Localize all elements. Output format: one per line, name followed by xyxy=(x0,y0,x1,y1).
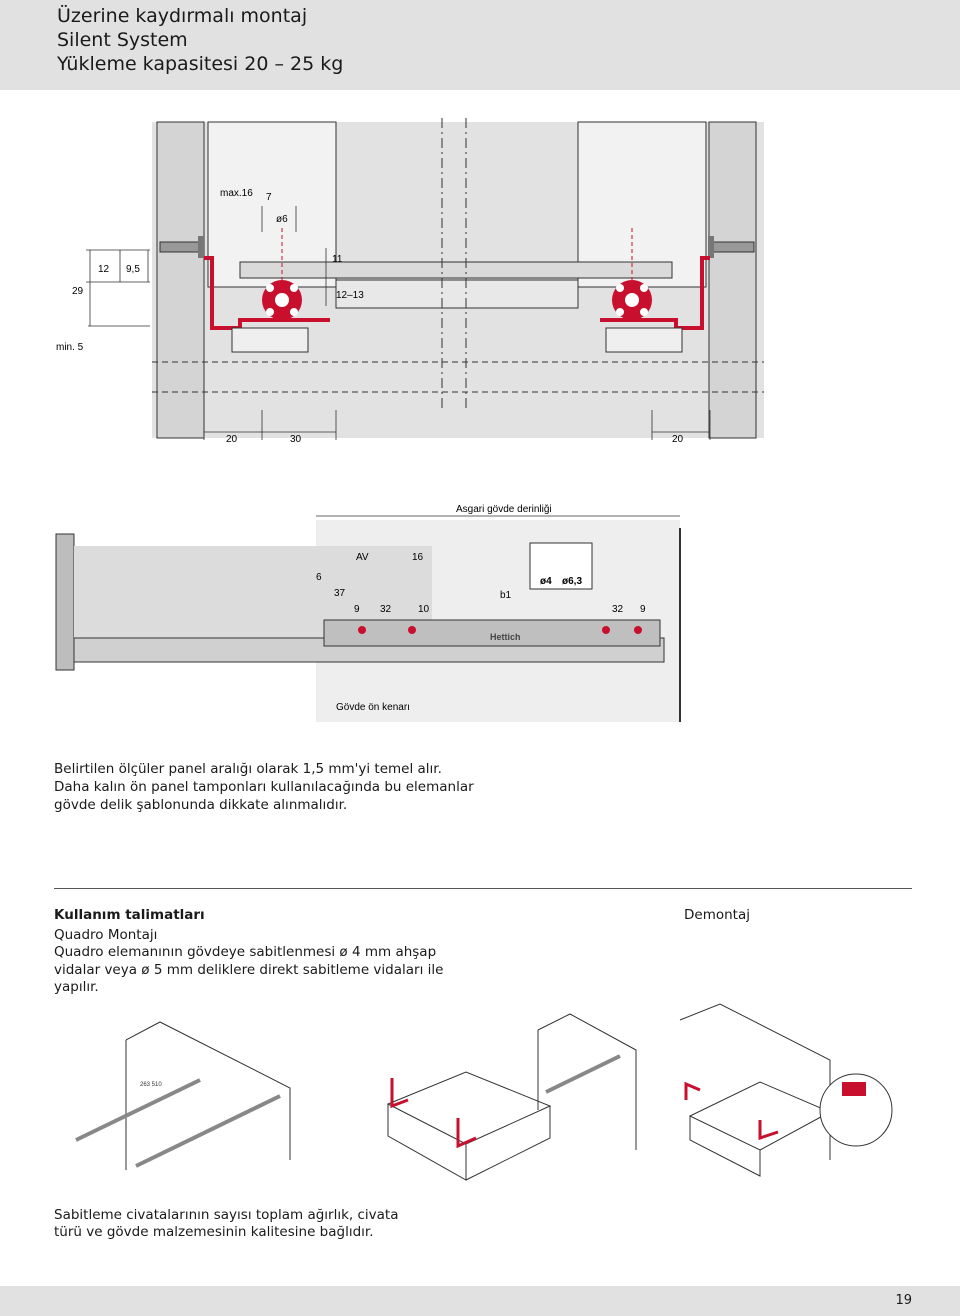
illustration-drawer-box xyxy=(386,1071,552,1181)
cross-section-drawing: max.16 7 ø6 11 12 9,5 29 12–13 min. 5 20… xyxy=(55,118,764,722)
av-label: AV xyxy=(356,552,369,563)
page-number: 19 xyxy=(895,1293,912,1308)
dim-32b: 32 xyxy=(612,604,624,615)
dim-9-5: 9,5 xyxy=(126,264,140,275)
section-rule xyxy=(54,888,912,889)
dimension-lines xyxy=(86,206,711,440)
left-locking-device xyxy=(231,327,309,353)
left-drawer-side xyxy=(207,121,337,288)
dim-37: 37 xyxy=(334,588,346,599)
illustration-cabinet-rail xyxy=(537,1013,637,1150)
right-locking-device xyxy=(605,327,683,353)
left-runner-profile xyxy=(204,256,330,330)
dim-6: 6 xyxy=(316,572,322,583)
right-runner-roller xyxy=(612,280,652,320)
dim-32a: 32 xyxy=(380,604,392,615)
usage-section: Kullanım talimatları Quadro Montajı Quad… xyxy=(54,907,484,997)
drawer-bottom xyxy=(239,261,673,279)
dim-10: 10 xyxy=(418,604,430,615)
red-hole-3 xyxy=(602,626,610,634)
left-screw xyxy=(159,236,204,258)
right-runner-profile xyxy=(600,256,710,330)
page-footer: 19 xyxy=(0,1286,960,1316)
right-drawer-side xyxy=(577,121,707,288)
usage-subheading: Quadro Montajı xyxy=(54,926,158,943)
rail-label: 263 510 xyxy=(140,1082,162,1088)
demontaj-heading: Demontaj xyxy=(684,907,750,923)
screw-legend-box xyxy=(529,542,593,590)
dim-phi6: ø6 xyxy=(276,214,288,225)
dim-max16: max.16 xyxy=(220,188,253,199)
usage-body: Quadro elemanının gövdeye sabitlenmesi ø… xyxy=(54,944,444,995)
dim-9a: 9 xyxy=(354,604,360,615)
govde-on-label: Gövde ön kenarı xyxy=(336,702,410,713)
title-line-2: Silent System xyxy=(57,29,188,51)
asgari-label: Asgari gövde derinliği xyxy=(456,504,552,515)
page-header: Üzerine kaydırmalı montaj Silent System … xyxy=(0,0,960,90)
left-cabinet-wall xyxy=(156,121,205,439)
dim-7: 7 xyxy=(266,192,272,203)
right-cabinet-wall xyxy=(708,121,757,439)
illustration-demontaj xyxy=(679,1003,893,1177)
title-line-1: Üzerine kaydırmalı montaj xyxy=(57,5,308,27)
dim-12: 12 xyxy=(98,264,110,275)
b1-label: b1 xyxy=(500,590,512,601)
red-hole-4 xyxy=(634,626,642,634)
brand-mark: Hettich xyxy=(490,632,521,642)
red-hole-2 xyxy=(408,626,416,634)
bottom-note: Sabitleme civatalarının sayısı toplam ağ… xyxy=(54,1207,399,1240)
phi63-label: ø6,3 xyxy=(562,576,582,587)
dim-20-right: 20 xyxy=(672,434,684,445)
dim-16: 16 xyxy=(412,552,424,563)
dim-12-13: 12–13 xyxy=(336,290,364,301)
title-line-3: Yükleme kapasitesi 20 – 25 kg xyxy=(57,53,344,75)
dim-9b: 9 xyxy=(640,604,646,615)
red-hole-1 xyxy=(358,626,366,634)
dim-20-left: 20 xyxy=(226,434,238,445)
dim-min5: min. 5 xyxy=(56,342,84,353)
dimension-note: Belirtilen ölçüler panel aralığı olarak … xyxy=(54,761,474,813)
drawer-bottom-rail xyxy=(335,279,579,309)
left-runner-roller xyxy=(262,280,302,320)
usage-heading: Kullanım talimatları xyxy=(54,907,205,923)
phi4-label: ø4 xyxy=(540,576,552,587)
illustration-rails: 263 510 xyxy=(75,1021,291,1170)
dim-30: 30 xyxy=(290,434,302,445)
dim-11: 11 xyxy=(332,254,343,265)
right-screw xyxy=(708,236,755,258)
dim-29: 29 xyxy=(72,286,84,297)
